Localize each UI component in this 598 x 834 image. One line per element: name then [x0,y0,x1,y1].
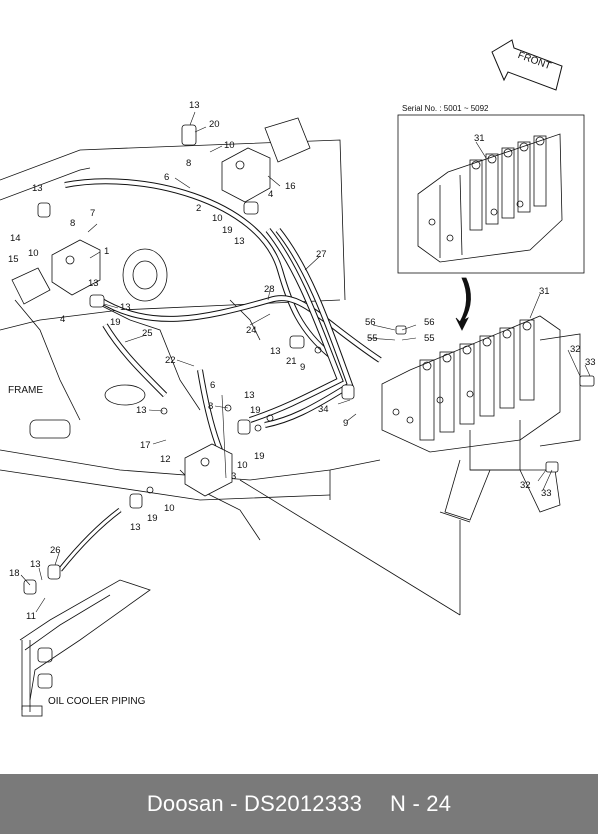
callout: 26 [50,545,61,556]
callout: 56 [365,317,376,328]
footer-brand-model: Doosan - DS2012333 [146,791,363,816]
callout: 32 [570,344,581,355]
callout: 33 [541,488,552,499]
callout: 18 [9,568,20,579]
machine-frame [0,139,461,616]
callout: 9 [343,418,348,429]
callout: 13 [136,405,147,416]
oil-cooler-piping [19,508,151,717]
callout: 7 [90,208,95,219]
callout: 11 [26,611,36,622]
footer-bar: Doosan - DS2012333 N - 24 [0,774,598,834]
callout: 17 [140,440,151,451]
callout: 10 [212,213,223,224]
callout: 21 [286,356,297,367]
valve-mount-frame [439,333,581,523]
oil-cooler-piping-label: OIL COOLER PIPING [48,696,146,707]
callout: 13 [30,559,41,570]
callout: 13 [120,302,131,313]
callout: 13 [270,346,281,357]
callout: 3 [231,471,236,482]
callout: 31 [474,133,485,144]
callout: 32 [520,480,531,491]
callout: 9 [300,362,305,373]
front-arrow [491,39,563,91]
inset-pointer-arrow [455,277,471,331]
callout: 19 [254,451,265,462]
callout: 6 [164,172,169,183]
footer-page-number: N - 24 [390,791,452,816]
callout: 2 [196,203,201,214]
callout: 31 [539,286,550,297]
callout: 19 [250,405,261,416]
callout: 10 [237,460,248,471]
callout: 14 [10,233,21,244]
callout: 13 [244,390,255,401]
callout: 13 [130,522,141,533]
callout: 25 [142,328,153,339]
callout: 13 [88,278,99,289]
callout: 13 [189,100,200,111]
callout: 19 [222,225,233,236]
callout: 55 [424,333,435,344]
leader-lines [20,111,591,613]
frame-label: FRAME [8,385,43,396]
callout: 12 [160,454,171,465]
callout: 27 [316,249,327,260]
callout: 19 [147,513,158,524]
callout: 56 [424,317,435,328]
serial-number-label: Serial No. : 5001 ~ 5092 [402,104,489,113]
callout: 8 [70,218,75,229]
callout: 13 [32,183,43,194]
valve-blocks [11,117,311,497]
callout: 13 [234,236,245,247]
callout: 10 [224,140,235,151]
callout: 22 [165,355,176,366]
callout: 28 [264,284,275,295]
callout: 24 [246,325,257,336]
callout: 10 [28,248,39,259]
hoses [64,178,382,452]
callout: 16 [285,181,296,192]
main-control-valve [381,315,561,453]
callout: 4 [268,189,273,200]
inset-control-valve [417,133,563,263]
callout: 8 [186,158,191,169]
callout: 19 [110,317,121,328]
callouts: 13 20 10 8 6 16 4 2 10 19 13 13 14 10 8 … [8,100,596,622]
callout: 33 [585,357,596,368]
callout: 4 [60,314,65,325]
callout: 6 [210,380,215,391]
callout: 15 [8,254,19,265]
callout: 8 [208,401,213,412]
callout: 10 [164,503,175,514]
fittings [23,124,595,595]
callout: 34 [318,404,329,415]
callout: 1 [104,246,109,257]
callout: 55 [367,333,378,344]
callout: 20 [209,119,220,130]
